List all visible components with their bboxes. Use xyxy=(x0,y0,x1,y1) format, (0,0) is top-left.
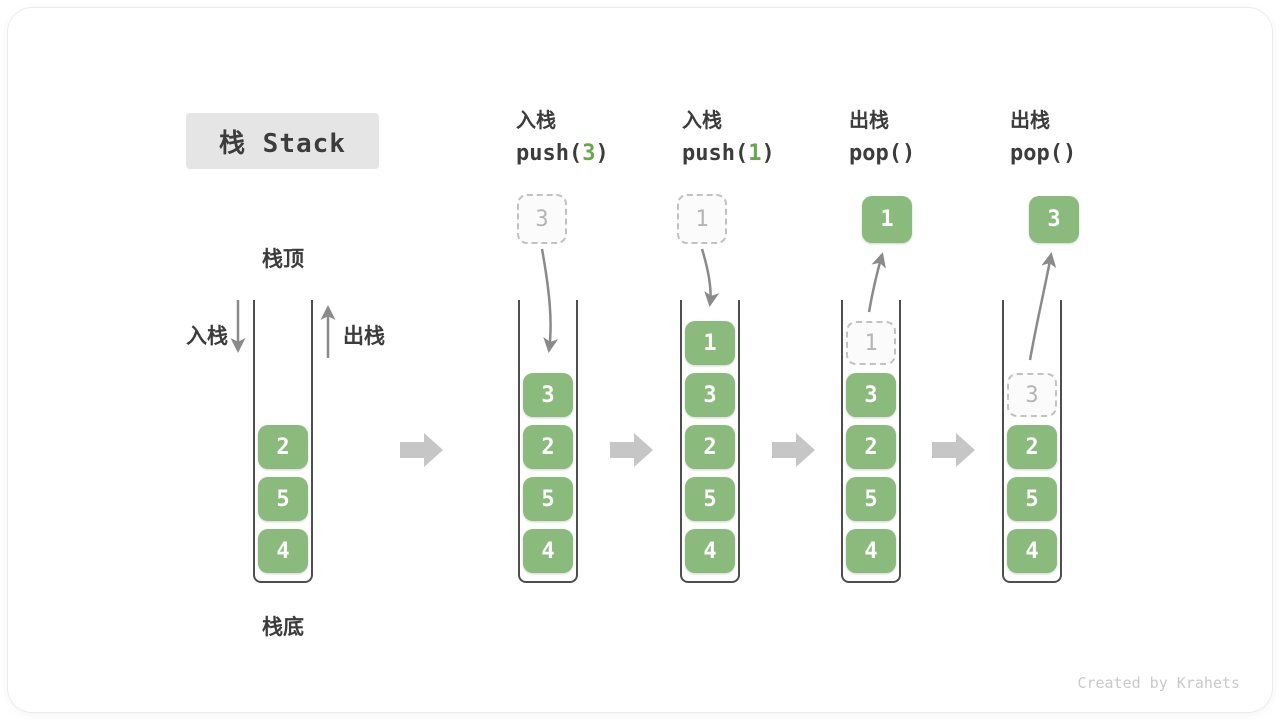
watermark: Created by Krahets xyxy=(1077,674,1240,692)
pushed-value-box: 1 xyxy=(677,194,727,244)
operation-arg: 1 xyxy=(748,141,762,166)
push-direction-label: 入栈 xyxy=(186,324,228,348)
stack-item: 4 xyxy=(685,529,735,573)
stack-item: 5 xyxy=(685,477,735,521)
operation-arg: 3 xyxy=(582,141,596,166)
operation-name: 入栈 xyxy=(682,108,722,132)
stack-container-after-push-1: 1 3 2 5 4 xyxy=(680,300,740,583)
stack-items: 3 2 5 4 xyxy=(1007,373,1057,573)
stack-item: 3 xyxy=(846,373,896,417)
operation-name: 出栈 xyxy=(849,108,889,132)
stack-item: 2 xyxy=(846,425,896,469)
operation-code: pop() xyxy=(849,141,916,166)
stack-item: 3 xyxy=(523,373,573,417)
operation-code: pop() xyxy=(1010,141,1077,166)
operation-label-push-1: 入栈 push(1) xyxy=(682,105,775,171)
stack-item: 1 xyxy=(685,321,735,365)
stack-item-ghost: 1 xyxy=(846,321,896,365)
stack-items: 3 2 5 4 xyxy=(523,373,573,573)
stack-item: 2 xyxy=(685,425,735,469)
operation-code: push(1) xyxy=(682,141,775,166)
operation-name: 出栈 xyxy=(1010,108,1050,132)
stack-item: 3 xyxy=(685,373,735,417)
stack-items: 2 5 4 xyxy=(258,425,308,573)
operation-name: 入栈 xyxy=(516,108,556,132)
diagram-title: 栈 Stack xyxy=(186,113,379,169)
stack-container-initial: 2 5 4 xyxy=(253,300,313,583)
stack-item: 2 xyxy=(258,425,308,469)
stack-item: 2 xyxy=(1007,425,1057,469)
stack-items: 1 3 2 5 4 xyxy=(846,321,896,573)
stack-items: 1 3 2 5 4 xyxy=(685,321,735,573)
stack-top-label: 栈顶 xyxy=(262,247,304,271)
stack-item: 4 xyxy=(523,529,573,573)
stack-item: 5 xyxy=(258,477,308,521)
stack-container-after-push-3: 3 2 5 4 xyxy=(518,300,578,583)
stack-item: 5 xyxy=(523,477,573,521)
operation-code: push(3) xyxy=(516,141,609,166)
stack-item-ghost: 3 xyxy=(1007,373,1057,417)
stack-bottom-label: 栈底 xyxy=(262,615,304,639)
pushed-value-box: 3 xyxy=(517,194,567,244)
operation-label-pop-2: 出栈 pop() xyxy=(1010,105,1076,171)
popped-value-box: 3 xyxy=(1029,196,1079,243)
pop-direction-label: 出栈 xyxy=(343,324,385,348)
popped-value-box: 1 xyxy=(862,196,912,243)
stack-container-after-pop-1: 1 3 2 5 4 xyxy=(841,300,901,583)
stack-item: 4 xyxy=(258,529,308,573)
stack-container-after-pop-3: 3 2 5 4 xyxy=(1002,300,1062,583)
stack-item: 5 xyxy=(1007,477,1057,521)
stack-item: 4 xyxy=(846,529,896,573)
operation-label-pop-1: 出栈 pop() xyxy=(849,105,915,171)
stack-item: 5 xyxy=(846,477,896,521)
stack-item: 4 xyxy=(1007,529,1057,573)
stack-item: 2 xyxy=(523,425,573,469)
operation-label-push-3: 入栈 push(3) xyxy=(516,105,609,171)
